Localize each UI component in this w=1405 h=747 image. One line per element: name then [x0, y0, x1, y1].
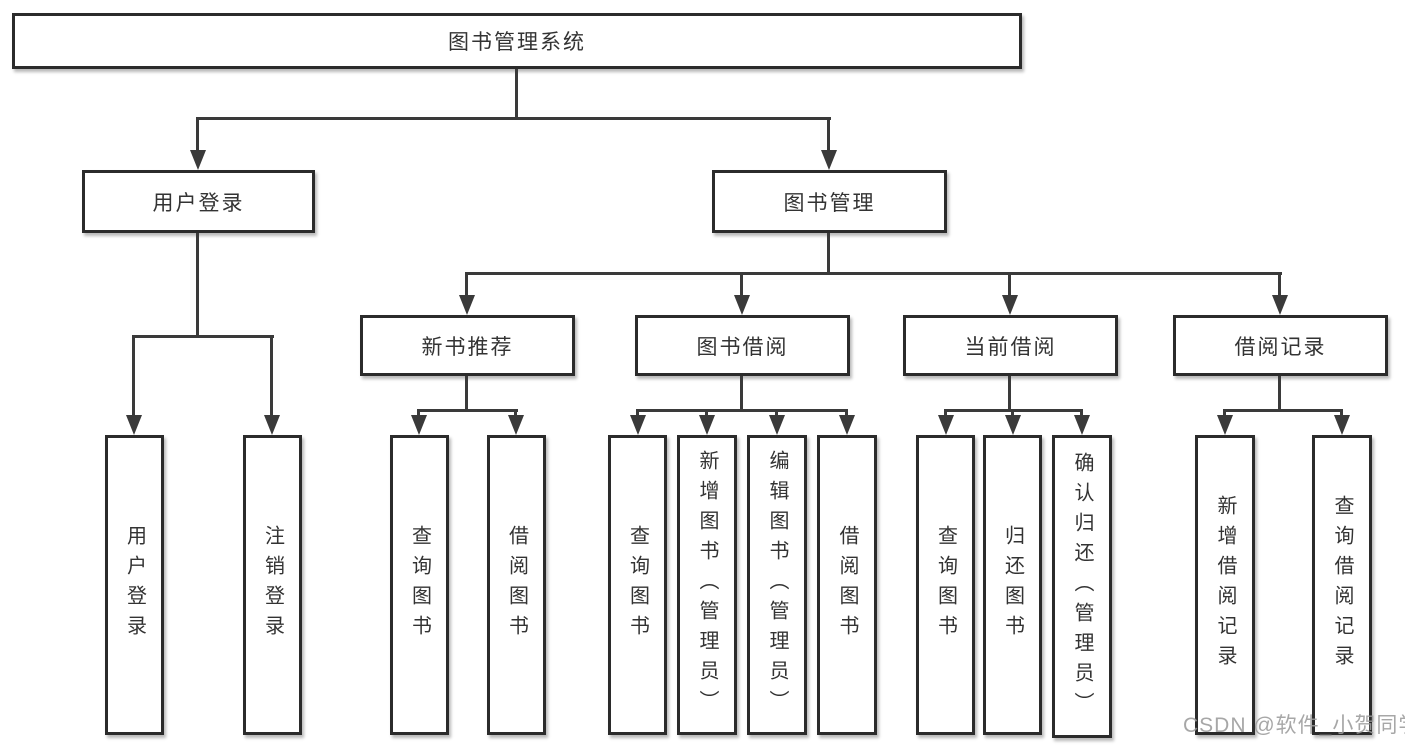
leaf-recommend-query-book-label: 查询图书	[408, 525, 431, 645]
arrow-down-icon	[459, 295, 475, 315]
leaf-record-add-borrow-record-label: 新增借阅记录	[1214, 495, 1236, 675]
connector-line	[270, 335, 273, 416]
node-new-book-recommend: 新书推荐	[360, 315, 575, 376]
arrow-down-icon	[1217, 415, 1233, 435]
leaf-borrow-add-book-admin-label: 新增图书（管理员）	[696, 450, 718, 720]
connector-line	[1340, 409, 1343, 417]
arrow-down-icon	[264, 415, 280, 435]
leaf-logout-login-label: 注销登录	[261, 525, 284, 645]
leaf-current-confirm-return-admin: 确认归还（管理员）	[1052, 435, 1112, 738]
connector-line	[514, 409, 517, 417]
connector-line	[465, 272, 468, 296]
arrow-down-icon	[839, 415, 855, 435]
leaf-record-query-borrow-record-label: 查询借阅记录	[1331, 495, 1353, 675]
connector-line	[705, 409, 708, 417]
arrow-down-icon	[1002, 295, 1018, 315]
connector-line	[1008, 376, 1011, 411]
arrow-down-icon	[1005, 415, 1021, 435]
connector-line	[418, 409, 518, 412]
arrow-down-icon	[1074, 415, 1090, 435]
connector-line	[740, 272, 743, 296]
leaf-user-login-label: 用户登录	[123, 525, 146, 645]
arrow-down-icon	[190, 150, 206, 170]
connector-line	[196, 233, 199, 337]
node-book-management-label: 图书管理	[783, 191, 876, 215]
leaf-current-query-book: 查询图书	[916, 435, 975, 735]
connector-line	[636, 409, 639, 417]
node-borrow-record: 借阅记录	[1173, 315, 1388, 376]
leaf-current-return-book: 归还图书	[983, 435, 1042, 735]
connector-line	[1223, 409, 1343, 412]
leaf-borrow-query-book: 查询图书	[608, 435, 667, 735]
connector-line	[132, 335, 135, 416]
connector-line	[466, 272, 1282, 275]
connector-line	[515, 69, 518, 118]
arrow-down-icon	[1334, 415, 1350, 435]
leaf-borrow-borrow-book-label: 借阅图书	[836, 525, 858, 645]
connector-line	[827, 117, 830, 154]
leaf-logout-login: 注销登录	[243, 435, 302, 735]
watermark: CSDN @软件_小贺同学	[1183, 714, 1405, 737]
leaf-borrow-edit-book-admin-label: 编辑图书（管理员）	[766, 450, 788, 720]
connector-line	[197, 117, 831, 120]
connector-line	[944, 409, 947, 417]
node-library-management-system-label: 图书管理系统	[448, 31, 586, 54]
arrow-down-icon	[126, 415, 142, 435]
connector-line	[417, 409, 420, 417]
node-library-management-system: 图书管理系统	[12, 13, 1022, 69]
leaf-borrow-query-book-label: 查询图书	[626, 525, 649, 645]
connector-line	[1080, 409, 1083, 417]
connector-line	[133, 335, 274, 338]
connector-line	[1278, 376, 1281, 411]
connector-line	[845, 409, 848, 417]
connector-line	[1008, 272, 1011, 296]
leaf-current-query-book-label: 查询图书	[934, 525, 957, 645]
connector-line	[827, 233, 830, 275]
arrow-down-icon	[630, 415, 646, 435]
connector-line	[740, 376, 743, 411]
connector-line	[636, 409, 848, 412]
node-book-management: 图书管理	[712, 170, 947, 233]
leaf-recommend-borrow-book-label: 借阅图书	[505, 525, 528, 645]
node-book-borrow: 图书借阅	[635, 315, 850, 376]
arrow-down-icon	[508, 415, 524, 435]
arrow-down-icon	[1272, 295, 1288, 315]
node-new-book-recommend-label: 新书推荐	[421, 335, 514, 359]
arrow-down-icon	[699, 415, 715, 435]
leaf-current-confirm-return-admin-label: 确认归还（管理员）	[1071, 451, 1093, 722]
connector-line	[1223, 409, 1226, 417]
leaf-recommend-borrow-book: 借阅图书	[487, 435, 546, 735]
leaf-recommend-query-book: 查询图书	[390, 435, 449, 735]
leaf-borrow-edit-book-admin: 编辑图书（管理员）	[747, 435, 807, 735]
arrow-down-icon	[821, 150, 837, 170]
leaf-user-login: 用户登录	[105, 435, 164, 735]
leaf-borrow-borrow-book: 借阅图书	[817, 435, 877, 735]
connector-line	[465, 376, 468, 411]
arrow-down-icon	[938, 415, 954, 435]
leaf-current-return-book-label: 归还图书	[1001, 525, 1024, 645]
node-book-borrow-label: 图书借阅	[696, 335, 789, 359]
node-user-login-label: 用户登录	[152, 191, 245, 215]
connector-line	[1278, 272, 1281, 296]
node-borrow-record-label: 借阅记录	[1234, 335, 1327, 359]
leaf-record-query-borrow-record: 查询借阅记录	[1312, 435, 1372, 735]
connector-line	[196, 117, 199, 154]
leaf-record-add-borrow-record: 新增借阅记录	[1195, 435, 1255, 735]
node-user-login: 用户登录	[82, 170, 315, 233]
node-current-borrow: 当前借阅	[903, 315, 1118, 376]
arrow-down-icon	[734, 295, 750, 315]
connector-line	[1011, 409, 1014, 417]
connector-line	[775, 409, 778, 417]
node-current-borrow-label: 当前借阅	[964, 335, 1057, 359]
arrow-down-icon	[411, 415, 427, 435]
leaf-borrow-add-book-admin: 新增图书（管理员）	[677, 435, 737, 735]
arrow-down-icon	[769, 415, 785, 435]
